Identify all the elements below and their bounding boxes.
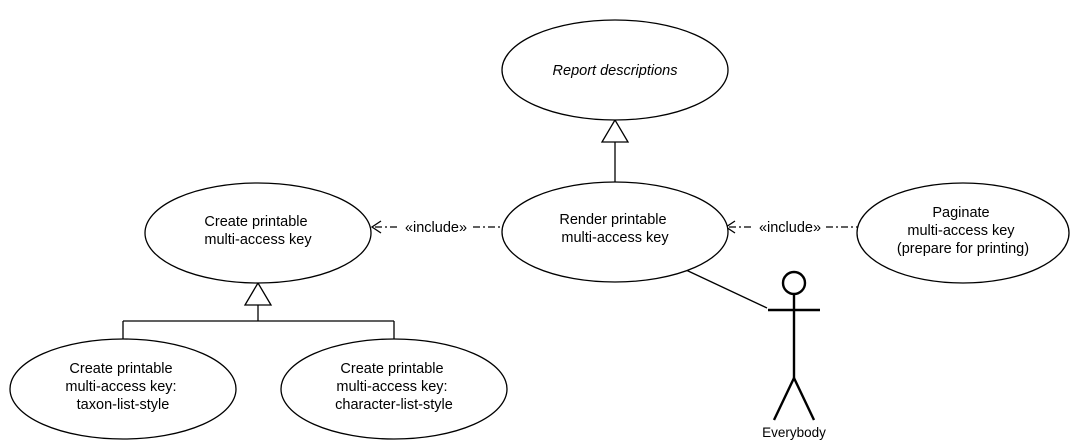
- use-case-label-line: character-list-style: [335, 397, 453, 413]
- generalization-specializations-to-create: [122, 281, 395, 340]
- generalization-render-to-report: [600, 118, 630, 182]
- svg-text:Render printable multi-a: Render printable multi-access key: [559, 212, 670, 246]
- actor-name: Everybody: [762, 425, 826, 440]
- use-case-label-line: Create printable: [69, 361, 172, 377]
- actor-left-leg: [772, 377, 796, 421]
- include-paginate-to-render: «include»: [724, 220, 862, 236]
- use-case-label-line: multi-access key: [907, 223, 1015, 239]
- use-case-label-line: Create printable: [340, 361, 443, 377]
- use-case-report-descriptions[interactable]: Report descriptions: [501, 19, 729, 121]
- use-case-label-line: Create printable: [204, 214, 307, 230]
- svg-text:Report descriptions: Report descriptions: [553, 63, 678, 79]
- use-case-label-line: multi-access key:: [336, 379, 447, 395]
- use-case-label-line: Paginate: [932, 205, 989, 221]
- actor-everybody[interactable]: Everybody: [762, 270, 826, 440]
- use-case-paginate-key[interactable]: Paginate multi-access key (prepare for p…: [856, 182, 1070, 284]
- use-case-create-printable-key[interactable]: Create printable multi-access key: [144, 182, 372, 284]
- actor-right-leg: [792, 377, 816, 421]
- actor-association-line: [685, 269, 768, 309]
- use-case-label-line: taxon-list-style: [77, 397, 170, 413]
- use-case-label-line: multi-access key: [204, 232, 312, 248]
- actor-head: [781, 270, 807, 296]
- include-right-label: «include»: [759, 220, 821, 236]
- svg-text:Paginate multi-access ke: Paginate multi-access key (prepare for p…: [897, 205, 1029, 257]
- svg-text:Create printable multi-a: Create printable multi-access key: taxon…: [65, 361, 180, 413]
- use-case-label-line: Render printable: [559, 212, 666, 228]
- use-case-taxon-list-style[interactable]: Create printable multi-access key: taxon…: [9, 338, 237, 440]
- include-render-to-create: «include»: [370, 220, 502, 236]
- use-case-label-line: multi-access key:: [65, 379, 176, 395]
- use-case-render-printable-key[interactable]: Render printable multi-access key: [501, 181, 729, 283]
- use-case-label-line: (prepare for printing): [897, 241, 1029, 257]
- use-case-character-list-style[interactable]: Create printable multi-access key: chara…: [280, 338, 508, 440]
- use-case-label-line: multi-access key: [561, 230, 669, 246]
- use-case-label-line: Report descriptions: [553, 63, 678, 79]
- svg-text:Create printable multi-a: Create printable multi-access key: [204, 214, 312, 248]
- include-left-label: «include»: [405, 220, 467, 236]
- svg-text:Create printable multi-a: Create printable multi-access key: chara…: [335, 361, 453, 413]
